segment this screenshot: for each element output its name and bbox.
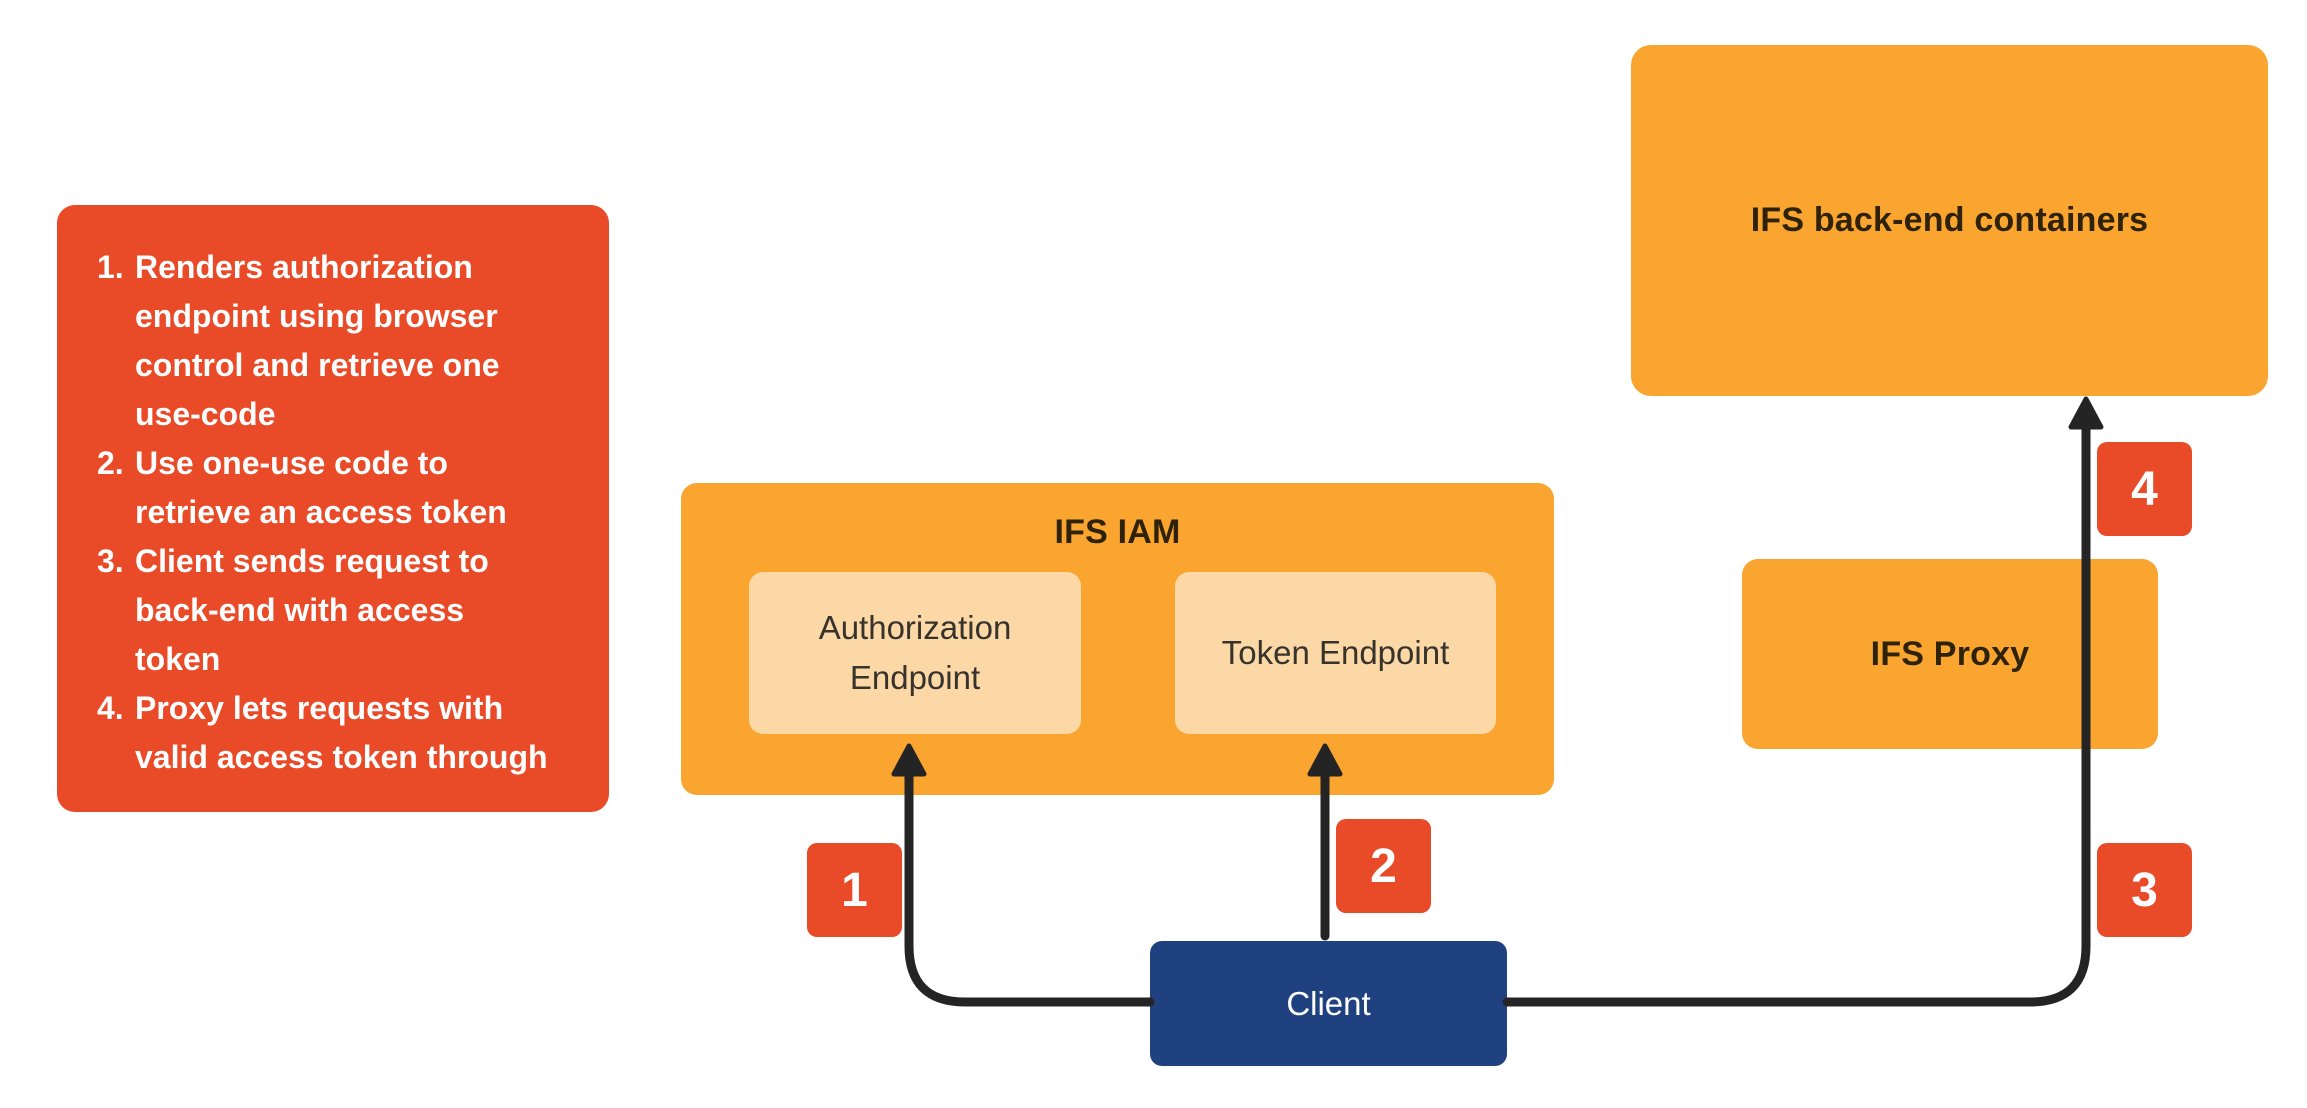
- step-item-4: 4. Proxy lets requests with valid access…: [97, 684, 579, 782]
- steps-panel: 1. Renders authorization endpoint using …: [57, 205, 609, 812]
- client-label: Client: [1286, 984, 1371, 1022]
- step-item-3: 3. Client sends request to back-end with…: [97, 537, 579, 684]
- step-badge-1: 1: [807, 843, 902, 937]
- ifs-iam-title: IFS IAM: [1054, 513, 1181, 551]
- step-badge-3: 3: [2097, 843, 2192, 937]
- step-item-1: 1. Renders authorization endpoint using …: [97, 243, 579, 439]
- token-endpoint-label: Token Endpoint: [1221, 634, 1450, 671]
- step-badge-2: 2: [1336, 819, 1431, 913]
- ifs-proxy-title: IFS Proxy: [1870, 634, 2030, 673]
- step-number: 3.: [97, 543, 124, 579]
- step-item-2: 2. Use one-use code to retrieve an acces…: [97, 439, 579, 537]
- step-number: 1.: [97, 249, 124, 285]
- node-authorization-endpoint: Authorization Endpoint: [749, 572, 1081, 734]
- step-text: Client sends request to back-end with ac…: [135, 543, 489, 677]
- ifs-backend-containers-title: IFS back-end containers: [1750, 201, 2149, 239]
- node-ifs-proxy: IFS Proxy: [1742, 559, 2158, 749]
- node-client: Client: [1150, 941, 1507, 1066]
- step-text: Use one-use code to retrieve an access t…: [135, 445, 507, 530]
- authorization-endpoint-label: Authorization Endpoint: [818, 609, 1012, 696]
- step-text: Renders authorization endpoint using bro…: [135, 249, 500, 432]
- step-number: 2.: [97, 445, 124, 481]
- node-token-endpoint: Token Endpoint: [1175, 572, 1496, 734]
- node-ifs-backend-containers: IFS back-end containers: [1631, 45, 2268, 396]
- step-text: Proxy lets requests with valid access to…: [135, 690, 548, 775]
- step-badge-4: 4: [2097, 442, 2192, 536]
- step-number: 4.: [97, 690, 124, 726]
